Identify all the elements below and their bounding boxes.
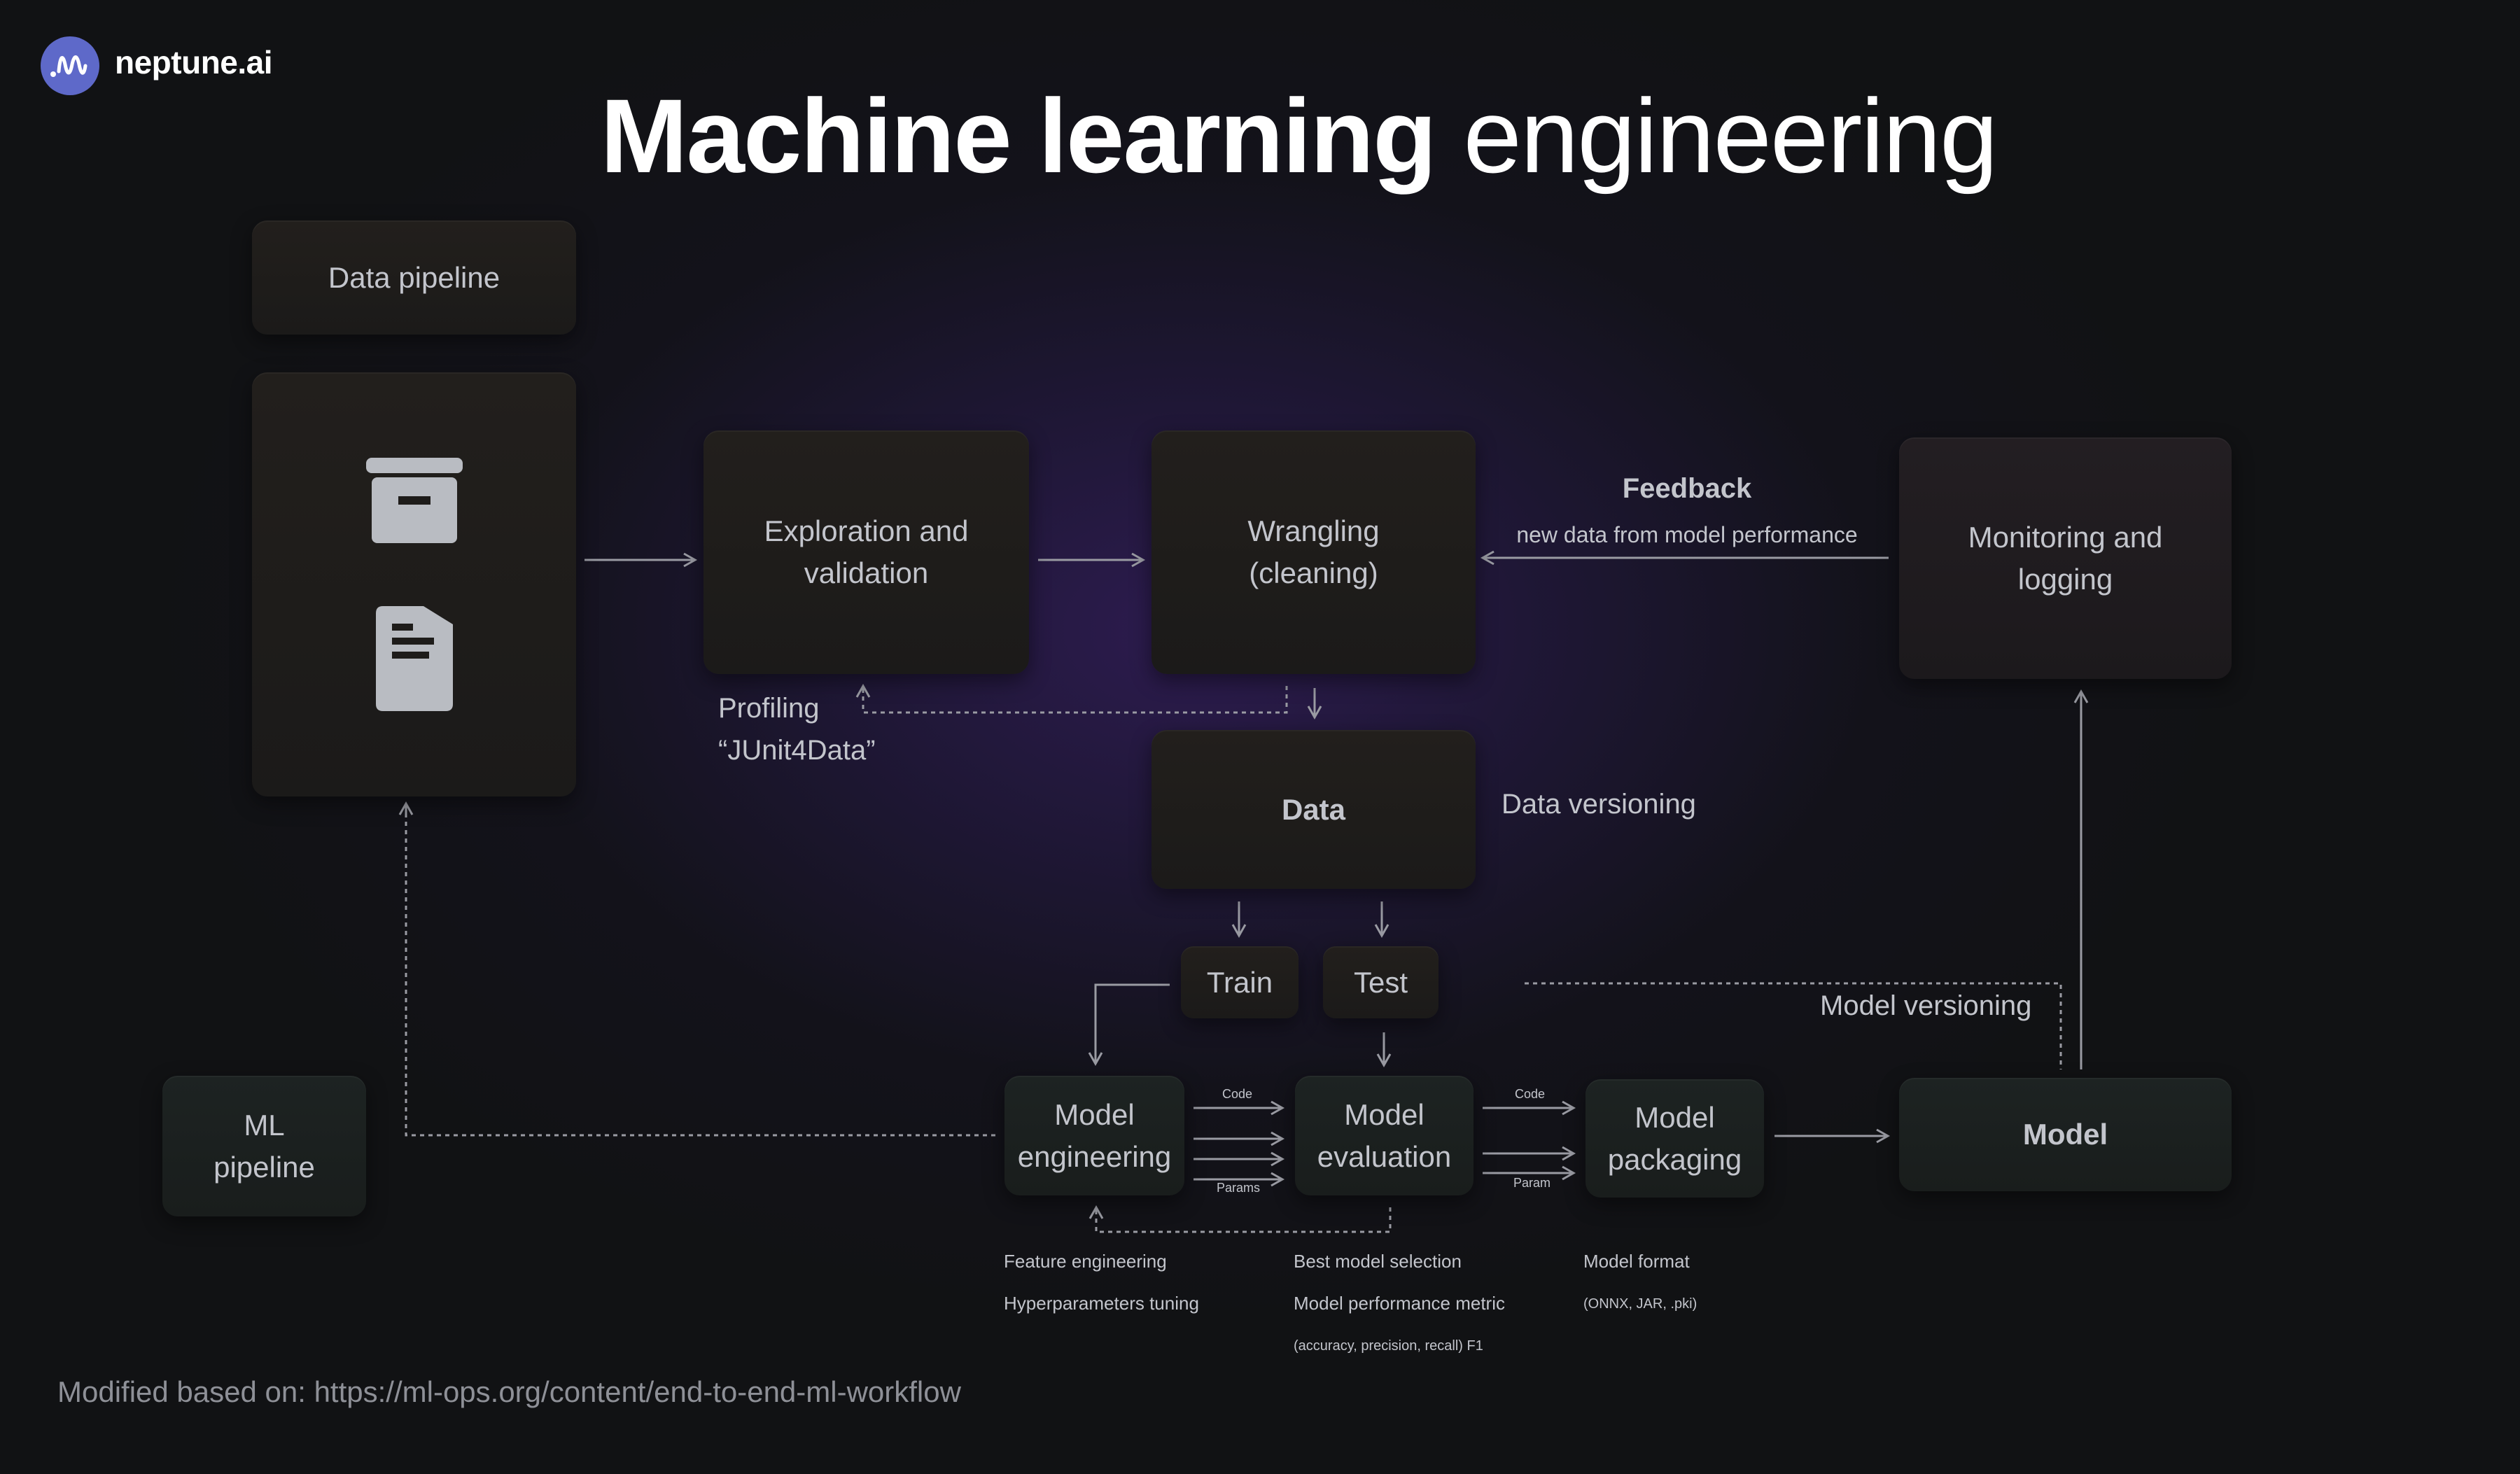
wrangling-label: Wrangling (cleaning) bbox=[1247, 514, 1380, 589]
note-format-list: (ONNX, JAR, .pki) bbox=[1583, 1296, 1698, 1312]
note-hyperparameters: Hyperparameters tuning bbox=[1004, 1293, 1199, 1314]
model-packaging-label: Model packaging bbox=[1607, 1100, 1742, 1176]
param-label-2: Param bbox=[1513, 1176, 1551, 1190]
ml-pipeline-label: ML pipeline bbox=[214, 1108, 315, 1184]
model-label: Model bbox=[2022, 1118, 2108, 1151]
exploration-label: Exploration and validation bbox=[764, 514, 969, 589]
train-label: Train bbox=[1206, 965, 1273, 999]
title-light: engineering bbox=[1463, 77, 1998, 195]
note-model-format: Model format bbox=[1583, 1251, 1690, 1272]
dashed-model-versioning bbox=[1525, 982, 2062, 1069]
model-engineering-label: Model engineering bbox=[1017, 1097, 1172, 1173]
model-evaluation-label: Model evaluation bbox=[1317, 1097, 1452, 1173]
footer-source: Modified based on: https://ml-ops.org/co… bbox=[57, 1375, 961, 1408]
model-evaluation-node[interactable]: Model evaluation bbox=[1295, 1076, 1474, 1195]
note-performance-metric: Model performance metric bbox=[1294, 1293, 1505, 1314]
neptune-logo[interactable] bbox=[41, 36, 99, 95]
data-pipeline-label[interactable]: Data pipeline bbox=[252, 220, 576, 335]
data-versioning-label: Data versioning bbox=[1502, 789, 1696, 820]
title-bold: Machine learning bbox=[600, 77, 1437, 195]
params-label-1: Params bbox=[1217, 1181, 1261, 1195]
model-versioning-label: Model versioning bbox=[1820, 990, 2032, 1021]
data-pipeline-text: Data pipeline bbox=[328, 260, 500, 294]
data-node[interactable]: Data bbox=[1152, 730, 1476, 889]
brand-name: neptune.ai bbox=[115, 44, 273, 80]
train-node[interactable]: Train bbox=[1181, 946, 1298, 1018]
profiling-label: Profiling bbox=[718, 693, 820, 724]
exploration-validation-node[interactable]: Exploration and validation bbox=[704, 430, 1029, 674]
wrangling-node[interactable]: Wrangling (cleaning) bbox=[1152, 430, 1476, 674]
feedback-subtitle: new data from model performance bbox=[1516, 522, 1858, 547]
test-node[interactable]: Test bbox=[1323, 946, 1438, 1018]
dashed-evaluation-loop bbox=[1095, 1207, 1392, 1233]
document-icon bbox=[375, 606, 453, 711]
model-node[interactable]: Model bbox=[1899, 1078, 2232, 1191]
dashed-ml-to-data-pipeline bbox=[405, 812, 995, 1137]
model-engineering-node[interactable]: Model engineering bbox=[1004, 1076, 1184, 1195]
code-label-1: Code bbox=[1222, 1087, 1253, 1101]
monitoring-label: Monitoring and logging bbox=[1968, 520, 2163, 596]
test-label: Test bbox=[1353, 965, 1408, 999]
note-best-model: Best model selection bbox=[1294, 1251, 1462, 1272]
arrow-train-to-engineering bbox=[1088, 983, 1170, 1067]
code-label-2: Code bbox=[1515, 1087, 1546, 1101]
page-title: Machine learning engineering bbox=[0, 76, 2520, 197]
neptune-wave-icon bbox=[50, 55, 88, 77]
data-pipeline-box[interactable] bbox=[252, 372, 576, 796]
monitoring-logging-node[interactable]: Monitoring and logging bbox=[1899, 437, 2232, 679]
model-packaging-node[interactable]: Model packaging bbox=[1586, 1079, 1764, 1198]
data-label: Data bbox=[1281, 792, 1346, 826]
dashed-profiling-loop bbox=[862, 686, 1288, 714]
note-metrics-list: (accuracy, precision, recall) F1 bbox=[1294, 1338, 1483, 1354]
note-feature-engineering: Feature engineering bbox=[1004, 1251, 1167, 1272]
junit4data-label: “JUnit4Data” bbox=[718, 735, 876, 766]
feedback-title: Feedback bbox=[1622, 473, 1752, 504]
archive-box-icon bbox=[365, 458, 463, 543]
ml-pipeline-node[interactable]: ML pipeline bbox=[162, 1076, 366, 1216]
